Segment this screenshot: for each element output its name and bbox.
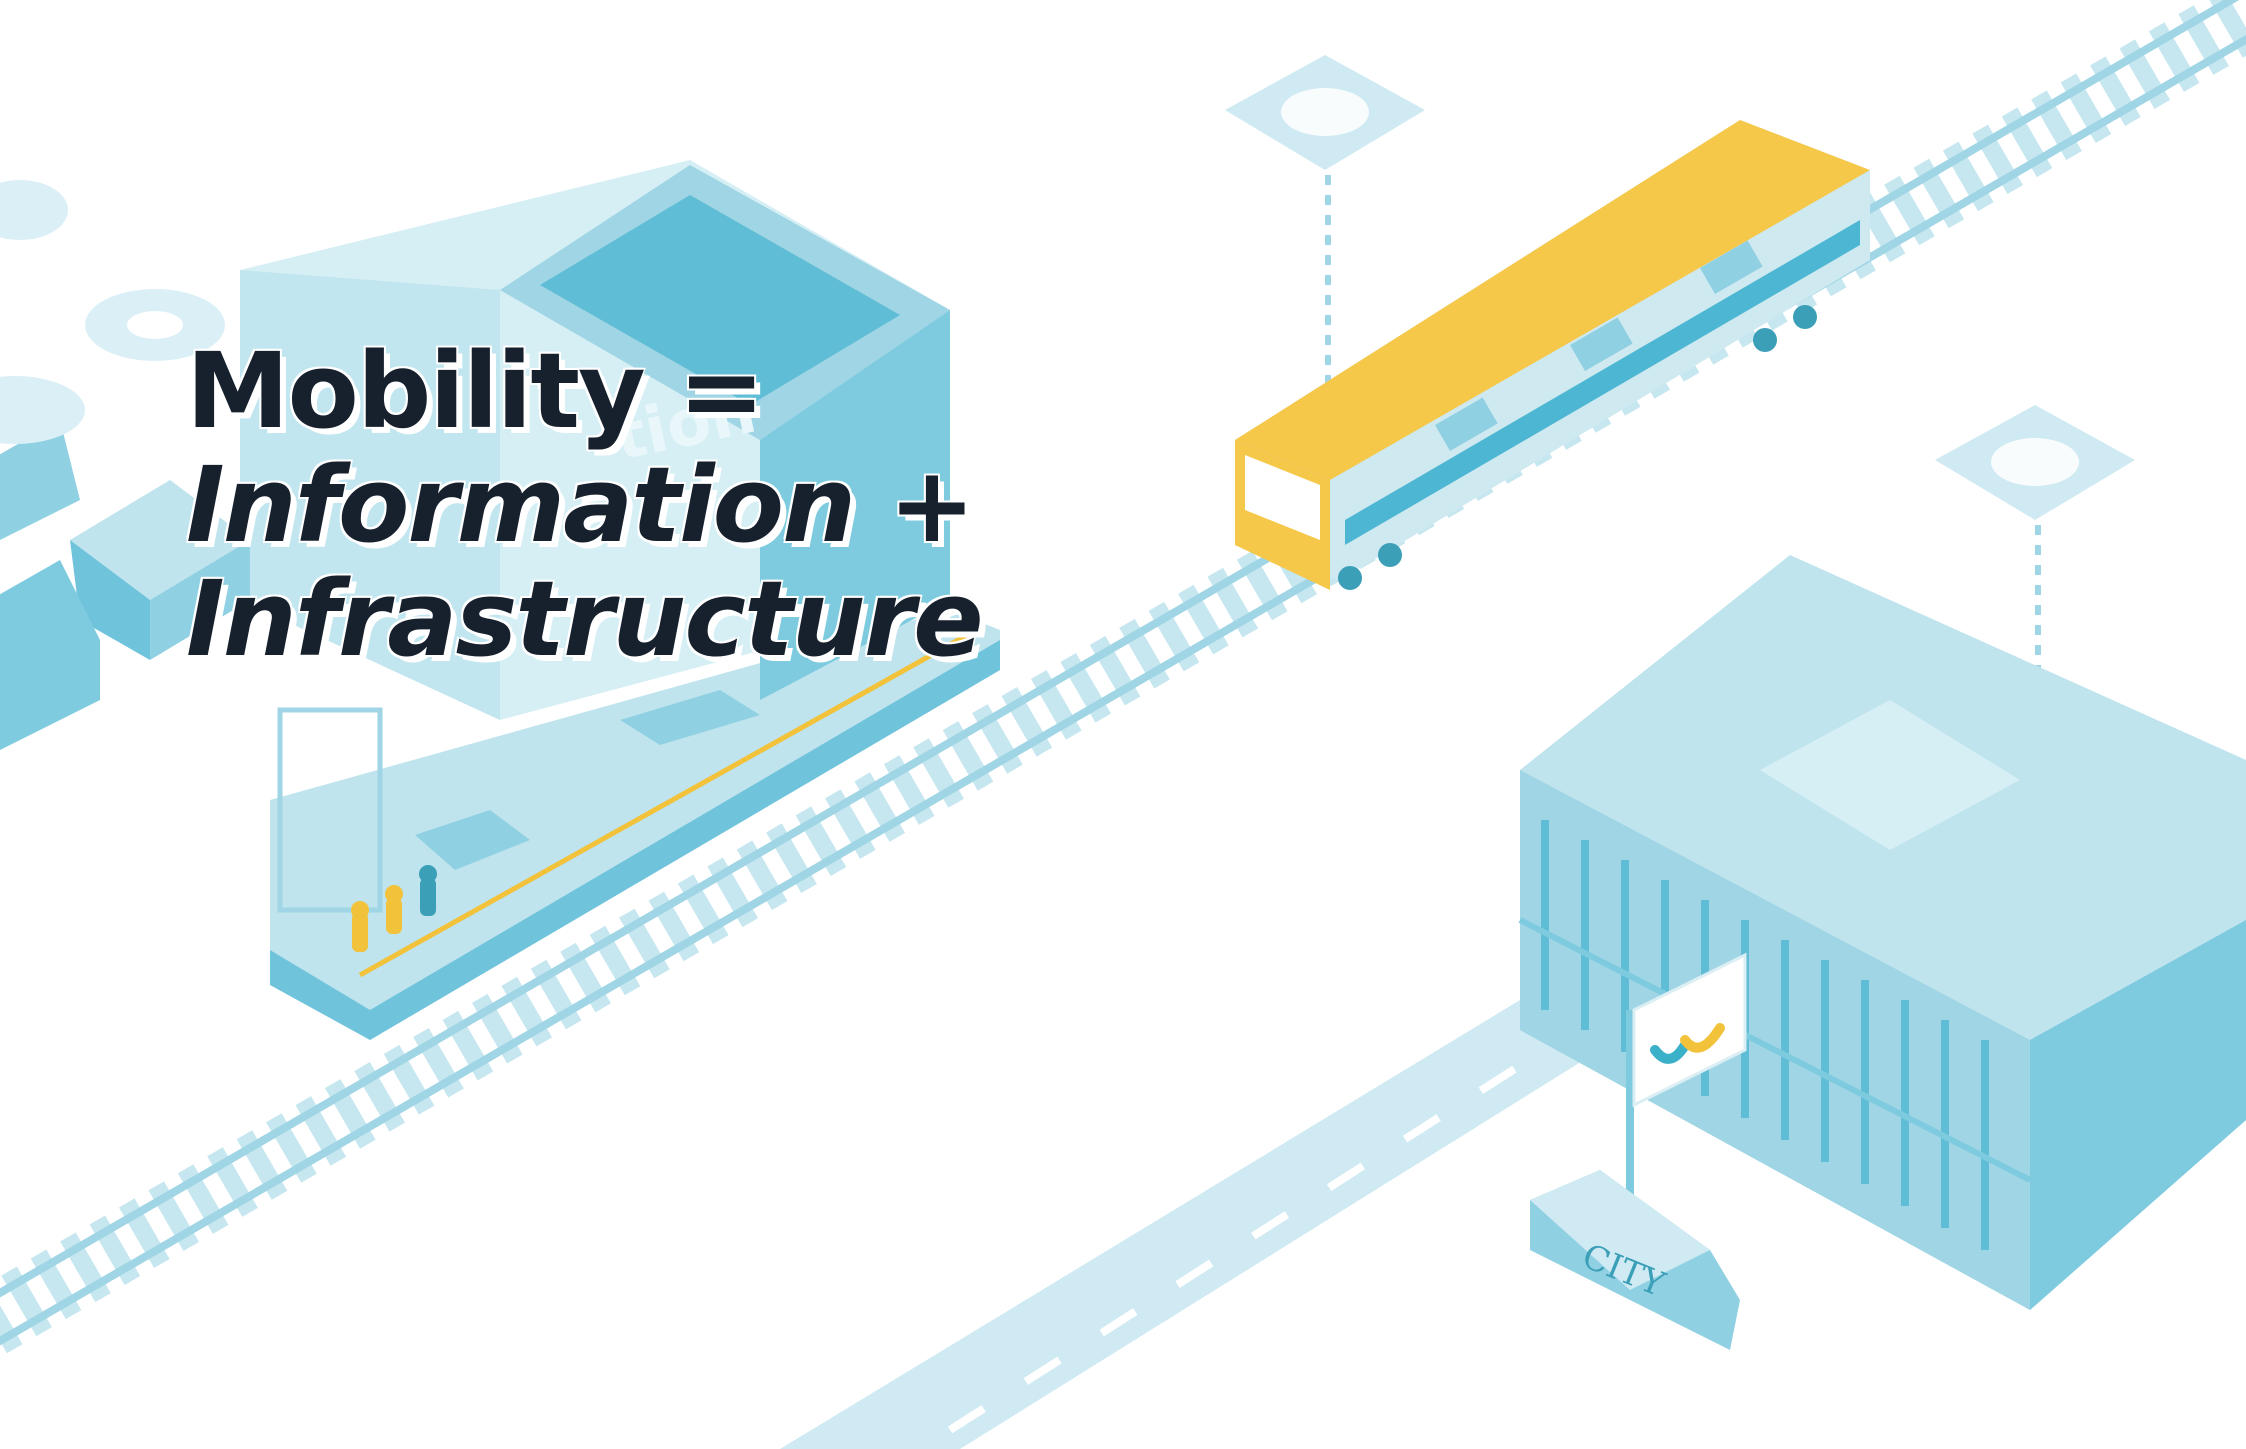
road	[780, 1000, 1600, 1449]
headline: Mobility = Information + Infrastructure	[186, 334, 1086, 676]
city-flag	[1626, 952, 1747, 1215]
info-pin-right	[1935, 405, 2135, 790]
info-pin-center	[1225, 55, 1425, 430]
railway-track	[0, 0, 2246, 1358]
headline-line-infrastructure: Infrastructure	[186, 558, 984, 680]
station-building: tion	[240, 160, 950, 720]
headline-line-information: Information +	[186, 444, 975, 566]
train	[1235, 120, 1870, 590]
headline-line-mobility: Mobility =	[186, 330, 765, 452]
station-platform	[270, 610, 1000, 1040]
city-sign: CITY	[1530, 1170, 1740, 1350]
left-houses	[0, 420, 250, 750]
info-pin-left	[0, 180, 225, 444]
passengers	[351, 865, 437, 952]
